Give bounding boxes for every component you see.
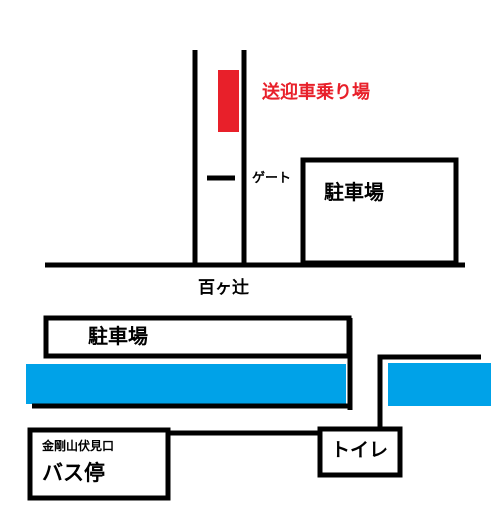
parking-top-label: 駐車場 — [324, 180, 384, 204]
parking-bottom-label: 駐車場 — [88, 324, 148, 348]
bus-stop-box — [27, 427, 171, 501]
pickup-spot-marker — [218, 70, 239, 132]
river-left — [26, 364, 346, 404]
junction-label: 百ヶ辻 — [198, 278, 249, 298]
path-to-toilet — [377, 354, 481, 430]
toilet-label: トイレ — [331, 439, 389, 461]
parking-lot-top — [300, 157, 459, 266]
bus-stop-name-label: 金剛山伏見口 — [42, 439, 115, 453]
bus-stop-label: バス停 — [42, 460, 105, 485]
river-right — [388, 363, 491, 406]
toilet-box — [317, 426, 403, 478]
pickup-label: 送迎車乗り場 — [262, 82, 370, 103]
gate-label: ゲート — [252, 171, 292, 186]
